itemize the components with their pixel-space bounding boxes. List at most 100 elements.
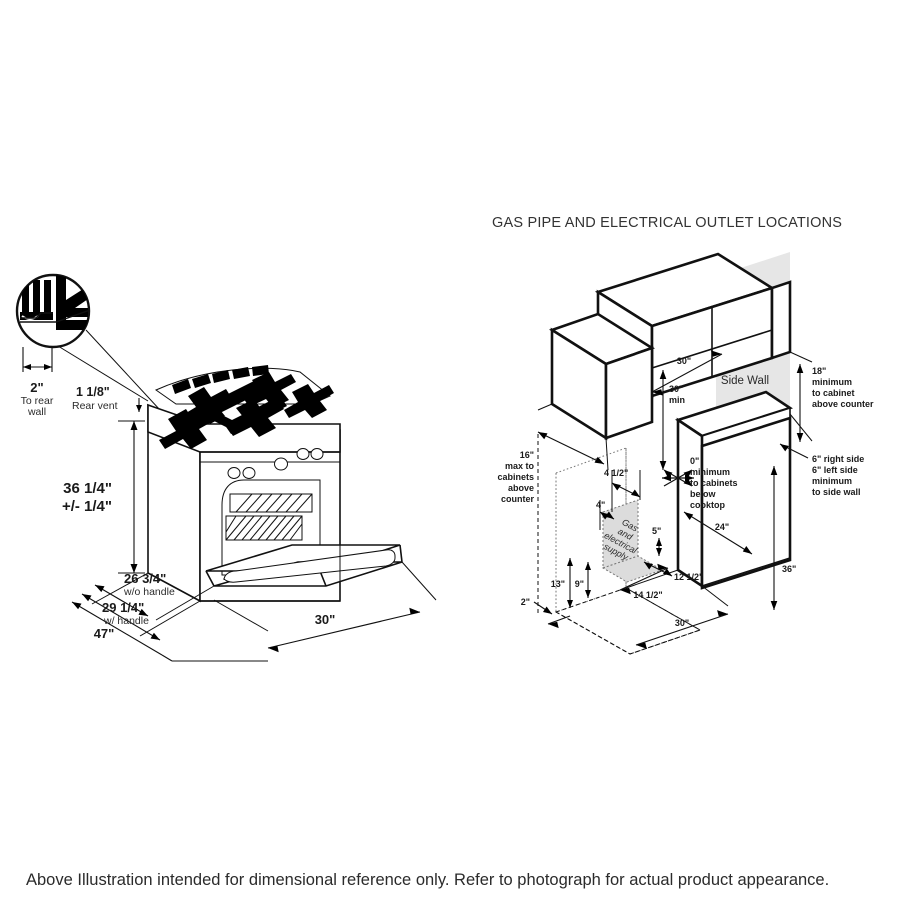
dim-height-36	[118, 420, 145, 574]
dim-label-30-opening: 30"	[675, 618, 689, 628]
dim-note-depth-wo-handle: w/o handle	[123, 586, 175, 598]
dim-note-30-min: min	[669, 395, 685, 405]
supply-zone-floor	[601, 555, 664, 583]
dim-36-height	[770, 466, 778, 610]
ext-line-range-front	[139, 600, 201, 637]
dim-6-side-wall	[779, 443, 809, 459]
dim-30-opening	[635, 585, 729, 649]
page-caption: Above Illustration intended for dimensio…	[26, 871, 829, 889]
dim-label-height: 36 1/4"	[63, 480, 112, 497]
dim-5in	[656, 538, 662, 556]
dim-label-13in: 13"	[551, 579, 565, 589]
dim-note-6-line1: 6" right side	[812, 454, 864, 464]
dim-label-24: 24"	[715, 522, 729, 532]
dim-arrow-rear-vent	[136, 398, 142, 412]
dim-2in-floor	[533, 601, 571, 629]
dim-label-9in: 9"	[575, 579, 584, 589]
backguard-vent-slots	[172, 365, 269, 394]
upper-cabinet-right-side	[770, 280, 792, 360]
dim-13in	[567, 558, 573, 608]
ext-line-door-right	[401, 561, 437, 601]
dim-note-6-line3: minimum	[812, 476, 852, 486]
oven-door-inner-panel	[223, 549, 396, 583]
dim-0-minimum	[662, 468, 694, 496]
callout-detail-art	[20, 275, 89, 330]
side-wall-label: Side Wall	[721, 375, 769, 387]
dim-label-4half: 4 1/2"	[604, 468, 628, 478]
dim-note-18-line2: to cabinet	[812, 388, 855, 398]
dim-note-0-line2: to cabinets	[690, 478, 738, 488]
dim-note-16-line3: above	[508, 483, 534, 493]
dim-note-16-line2: cabinets	[497, 472, 534, 482]
dim-label-14half: 14 1/2"	[633, 590, 662, 600]
dim-note-18-line1: minimum	[812, 377, 852, 387]
range-base-left	[147, 572, 201, 602]
dim-note-2in-line2: wall	[27, 406, 46, 418]
base-cabinet-front	[700, 416, 792, 590]
control-knobs[interactable]	[227, 448, 324, 479]
dim-4in	[599, 500, 615, 530]
dim-label-30-upper: 30"	[677, 356, 691, 366]
dim-label-rear-vent: 1 1/8"	[76, 385, 110, 399]
dim-30-min-vertical	[659, 370, 667, 470]
dim-note-6-line4: to side wall	[812, 487, 861, 497]
left-cabinet-front	[604, 346, 654, 440]
dim-label-16: 16"	[520, 450, 534, 460]
callout-leader-upper	[57, 345, 149, 402]
ext-line-door-edge	[213, 599, 269, 632]
dim-note-rear-vent: Rear vent	[72, 400, 118, 412]
knob-left-2[interactable]	[242, 467, 256, 479]
knob-right-1[interactable]	[296, 448, 310, 460]
dim-30-upper-width	[651, 350, 723, 396]
dim-note-0-line4: cooktop	[690, 500, 726, 510]
ext-line-range-left	[91, 572, 149, 605]
cooktop-grates	[159, 372, 334, 449]
dim-18-minimum	[789, 351, 813, 442]
dim-label-depth-wo-handle: 26 3/4"	[124, 571, 166, 586]
dim-label-12half: 12 1/2"	[674, 572, 703, 582]
dim-12half	[643, 561, 673, 577]
dim-note-16-line1: max to	[505, 461, 535, 471]
dim-note-0-line3: below	[690, 489, 717, 499]
gas-pipe-electrical-outlet-locations: GAS PIPE AND ELECTRICAL OUTLET LOCATIONS…	[492, 215, 874, 655]
floor-plan-guides	[537, 434, 702, 655]
upper-cabinets	[549, 252, 792, 441]
ext-line-door-hinge	[155, 585, 215, 621]
dim-arrow-2in	[23, 364, 52, 370]
dim-note-0-line1: minimum	[690, 467, 730, 477]
dim-label-4in: 4"	[596, 500, 605, 510]
range-dimension-drawing: 2" To rear wall 1 1/8" Rear vent	[15, 273, 437, 662]
oven-rack-upper	[229, 493, 313, 513]
supply-zone-label: Gas and electrical supply	[602, 517, 640, 563]
dim-label-30-min: 30"	[669, 384, 683, 394]
range-illustration	[147, 365, 403, 603]
base-counter	[625, 390, 793, 590]
dim-24-depth	[683, 511, 753, 555]
dim-label-width-30: 30"	[315, 612, 336, 627]
dim-width-30	[267, 607, 421, 653]
dim-label-depth-47: 47"	[94, 626, 115, 641]
dim-label-5in: 5"	[652, 526, 661, 536]
dim-note-16-line4: counter	[501, 494, 535, 504]
callout-leader-lower	[85, 329, 161, 411]
upper-cabinet-shelf-line	[651, 329, 773, 369]
oven-rack	[225, 515, 303, 541]
dim-note-2in-line1: To rear	[21, 395, 54, 407]
dim-9in	[585, 562, 591, 598]
dim-label-depth-w-handle: 29 1/4"	[102, 600, 144, 615]
dim-note-18-line3: above counter	[812, 399, 874, 409]
knob-left-1[interactable]	[227, 467, 241, 479]
dim-label-2in-floor: 2"	[521, 597, 530, 607]
dim-4half	[611, 470, 641, 512]
knob-right-2[interactable]	[310, 448, 324, 460]
knob-center[interactable]	[274, 457, 288, 471]
dim-label-height-tolerance: +/- 1/4"	[62, 498, 112, 515]
rear-vent-detail-callout: 2" To rear wall	[15, 273, 161, 418]
dim-note-depth-w-handle: w/ handle	[103, 615, 149, 627]
dim-label-0: 0"	[690, 456, 699, 466]
dim-16-max	[537, 403, 609, 471]
dim-depth-47	[71, 601, 173, 662]
dim-label-18: 18"	[812, 366, 826, 376]
dim-note-6-line2: 6" left side	[812, 465, 858, 475]
